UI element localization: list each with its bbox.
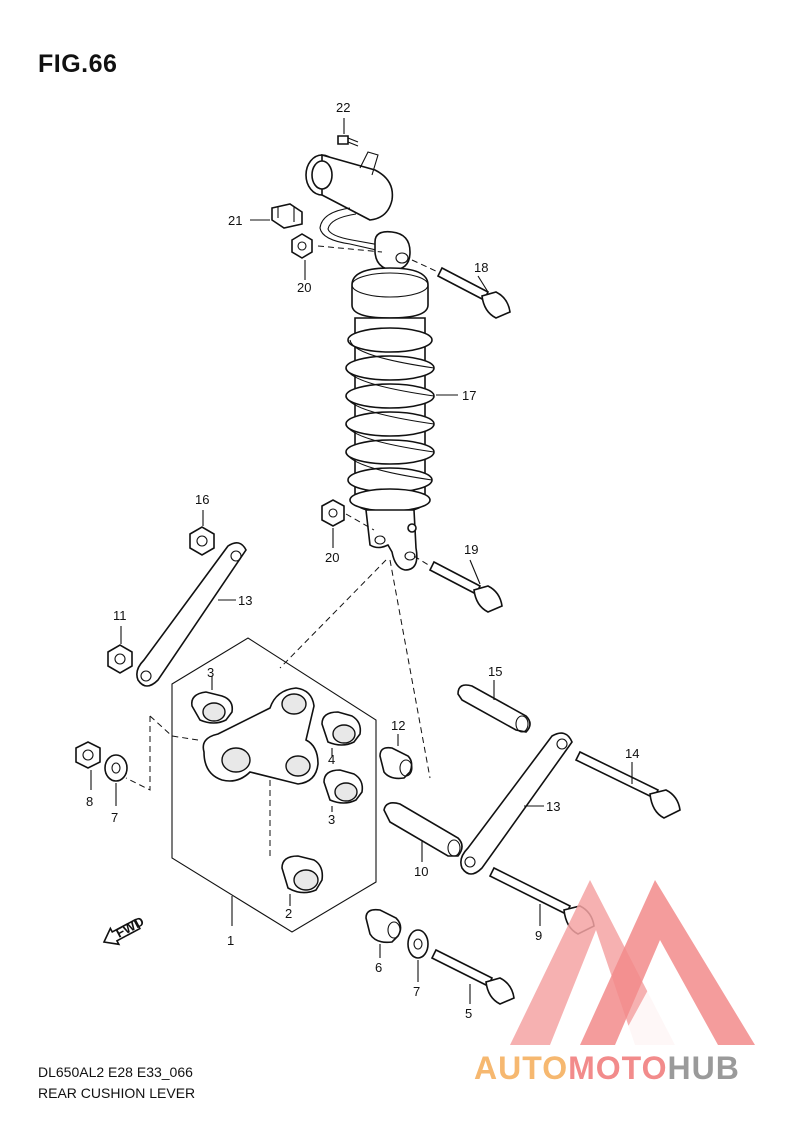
forward-arrow-icon: FWD [102,914,146,946]
callout-12: 12 [391,718,405,733]
part-18-bolt [411,259,511,319]
part-20-nut-bottom [321,499,375,548]
callout-18: 18 [474,260,488,275]
callout-13a: 13 [238,593,252,608]
callout-21: 21 [228,213,242,228]
part-13-link-lower [460,732,573,875]
callout-16: 16 [195,492,209,507]
part-5-bolt [430,948,515,1005]
callout-11: 11 [113,608,127,623]
part-20-nut-top [291,233,383,280]
figure-code: DL650AL2 E28 E33_066 [38,1064,193,1080]
part-21-clamp [250,203,303,229]
shock-absorber [305,151,435,571]
callout-4: 4 [328,752,335,767]
callout-9: 9 [535,928,542,943]
callout-17: 17 [462,388,476,403]
callout-3b: 3 [328,812,335,827]
part-8-nut [75,741,101,790]
part-13-link-upper [136,542,247,687]
part-6-collar [365,908,402,958]
callout-13b: 13 [546,799,560,814]
watermark-hub: HUB [667,1050,740,1086]
spring-coils [345,327,435,512]
part-19-bolt [413,555,503,613]
callout-5: 5 [465,1006,472,1021]
automotohub-logo [510,880,755,1045]
fwd-label: FWD [113,914,146,941]
callout-14: 14 [625,746,639,761]
callout-7a: 7 [111,810,118,825]
callout-10: 10 [414,864,428,879]
part-2-bearing [281,855,324,906]
watermark-moto: MOTO [568,1050,668,1086]
part-12-spacer [379,734,413,780]
part-14-bolt [574,750,681,819]
part-3-bearing-a [190,676,234,724]
part-1-assembly-frame [171,637,377,933]
part-16-nut [189,510,215,556]
callout-labels: 22 21 20 18 17 16 20 19 13 11 15 3 4 12 … [86,100,639,1021]
callout-20b: 20 [325,550,339,565]
part-7-washer-left [104,754,128,806]
callout-2: 2 [285,906,292,921]
callout-22: 22 [336,100,350,115]
callout-1: 1 [227,933,234,948]
callout-20a: 20 [297,280,311,295]
cushion-lever [202,687,319,858]
callout-19: 19 [464,542,478,557]
part-7-washer-right [407,929,429,982]
callout-15: 15 [488,664,502,679]
part-10-pipe [383,802,463,862]
part-4-bearing [321,711,362,756]
watermark-auto: AUTO [474,1050,569,1086]
callout-6: 6 [375,960,382,975]
watermark-text: AUTOMOTOHUB [474,1050,740,1087]
callout-8: 8 [86,794,93,809]
figure-name: REAR CUSHION LEVER [38,1085,196,1101]
part-22-bolt [337,118,359,147]
part-15-pin [457,680,531,733]
part-3-bearing-b [323,769,364,812]
figure-title: FIG.66 [38,50,118,78]
callout-3a: 3 [207,665,214,680]
callout-7b: 7 [413,984,420,999]
part-11-nut [107,626,133,674]
